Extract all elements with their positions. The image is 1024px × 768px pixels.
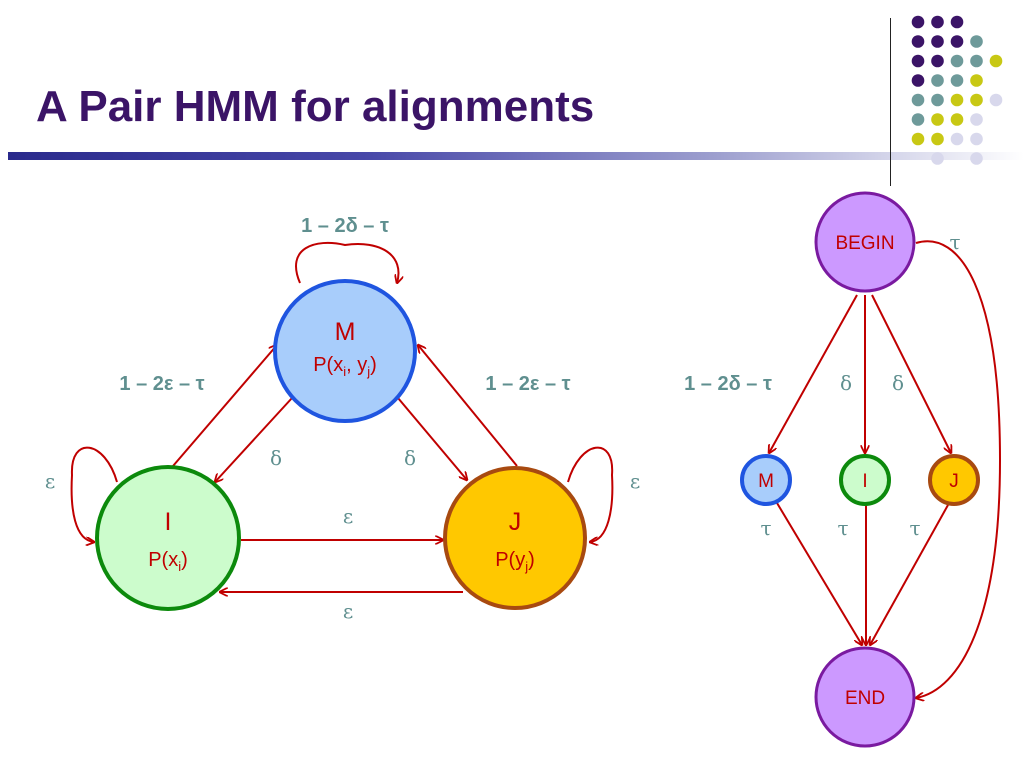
edge-i-self-loop xyxy=(70,446,118,542)
node-m: M P(xi, yj) xyxy=(273,279,417,423)
decorative-dot xyxy=(931,132,944,146)
label-i-to-m: 1 – 2ε – τ xyxy=(119,373,204,395)
node-begin-circle xyxy=(814,191,916,293)
node-m-emission: P(xi, yj) xyxy=(313,354,377,379)
edge-j-to-m xyxy=(418,345,518,467)
node-small-i-circle xyxy=(839,454,891,506)
decorative-dot xyxy=(970,132,983,146)
node-end-label: END xyxy=(845,688,885,709)
decorative-dot xyxy=(970,54,983,68)
decorative-dot xyxy=(911,15,925,29)
label-begin-to-i: δ xyxy=(840,371,852,395)
decorative-dot xyxy=(970,113,983,126)
decorative-dot xyxy=(950,113,964,126)
node-small-m-label: M xyxy=(758,471,774,492)
node-small-j: J xyxy=(928,454,980,506)
node-m-name: M xyxy=(335,318,356,346)
decorative-dot xyxy=(950,93,964,107)
label-j-to-end: τ xyxy=(909,516,920,540)
decorative-dot xyxy=(950,54,964,68)
node-small-j-circle xyxy=(928,454,980,506)
label-m-to-i: δ xyxy=(270,446,282,470)
corner-divider-line xyxy=(890,18,891,186)
left-model-edges xyxy=(70,241,614,592)
decorative-dot xyxy=(931,74,944,87)
node-i-name: I xyxy=(165,508,172,536)
node-begin: BEGIN xyxy=(814,191,916,293)
decorative-dot xyxy=(911,93,925,107)
edge-m-self-loop xyxy=(295,241,398,283)
decorative-dot xyxy=(911,35,925,48)
edge-j-self-loop xyxy=(567,446,614,542)
label-m-to-end: τ xyxy=(760,516,771,540)
node-i: I P(xi) xyxy=(95,465,241,611)
label-i-to-j: ε xyxy=(343,504,353,528)
decorative-dot xyxy=(931,35,944,48)
edge-m-to-i xyxy=(215,397,293,482)
decorative-dot xyxy=(950,132,964,146)
decorative-dot xyxy=(989,54,1003,68)
node-i-emission: P(xi) xyxy=(148,549,188,574)
node-j-emission: P(yj) xyxy=(495,549,535,574)
decorative-dot xyxy=(950,15,964,29)
node-small-i: I xyxy=(839,454,891,506)
decorative-dot xyxy=(911,54,925,68)
slide-title: A Pair HMM for alignments xyxy=(36,82,595,131)
edge-begin-to-j xyxy=(871,294,951,453)
decorative-dot xyxy=(970,152,983,165)
label-begin-to-j: δ xyxy=(892,371,904,395)
edge-m-to-end xyxy=(776,502,862,645)
decorative-dot xyxy=(931,152,944,165)
edge-m-to-j xyxy=(397,397,467,480)
node-j-name: J xyxy=(509,508,522,536)
node-j-circle xyxy=(443,466,587,610)
label-begin-to-m: 1 – 2δ – τ xyxy=(684,373,772,395)
decorative-dot xyxy=(931,54,944,68)
label-i-to-end: τ xyxy=(837,516,848,540)
node-j: J P(yj) xyxy=(443,466,587,610)
node-m-circle xyxy=(273,279,417,423)
decorative-dot xyxy=(950,35,964,48)
node-end-circle xyxy=(814,646,916,748)
edge-j-to-end xyxy=(870,504,949,645)
node-i-circle xyxy=(95,465,241,611)
decorative-dot xyxy=(931,113,944,126)
decorative-dot xyxy=(911,132,925,146)
node-small-m: M xyxy=(740,454,792,506)
title-underline-bar xyxy=(8,152,1024,160)
node-small-m-circle xyxy=(740,454,792,506)
edge-begin-to-m xyxy=(769,294,858,453)
label-i-self: ε xyxy=(45,469,55,493)
node-small-j-label: J xyxy=(949,471,959,492)
label-j-to-m: 1 – 2ε – τ xyxy=(485,373,570,395)
label-m-self: 1 – 2δ – τ xyxy=(301,215,389,237)
label-j-self: ε xyxy=(630,469,640,493)
label-begin-to-end: τ xyxy=(949,230,960,254)
right-model-edges xyxy=(769,240,1002,698)
decorative-dot xyxy=(911,113,925,126)
label-m-to-j: δ xyxy=(404,446,416,470)
edge-begin-to-end xyxy=(916,240,1002,698)
decorative-dot xyxy=(989,93,1003,107)
label-j-to-i: ε xyxy=(343,599,353,623)
decorative-dot xyxy=(931,15,944,29)
node-small-i-label: I xyxy=(862,471,867,492)
decorative-dot xyxy=(970,93,983,107)
decorative-dot xyxy=(931,93,944,107)
decorative-dot xyxy=(911,74,925,87)
node-begin-label: BEGIN xyxy=(835,233,894,254)
decorative-dot xyxy=(950,74,964,87)
decorative-dot xyxy=(970,74,983,87)
decorative-dot xyxy=(970,35,983,48)
node-end: END xyxy=(814,646,916,748)
edge-i-to-m xyxy=(172,345,277,467)
